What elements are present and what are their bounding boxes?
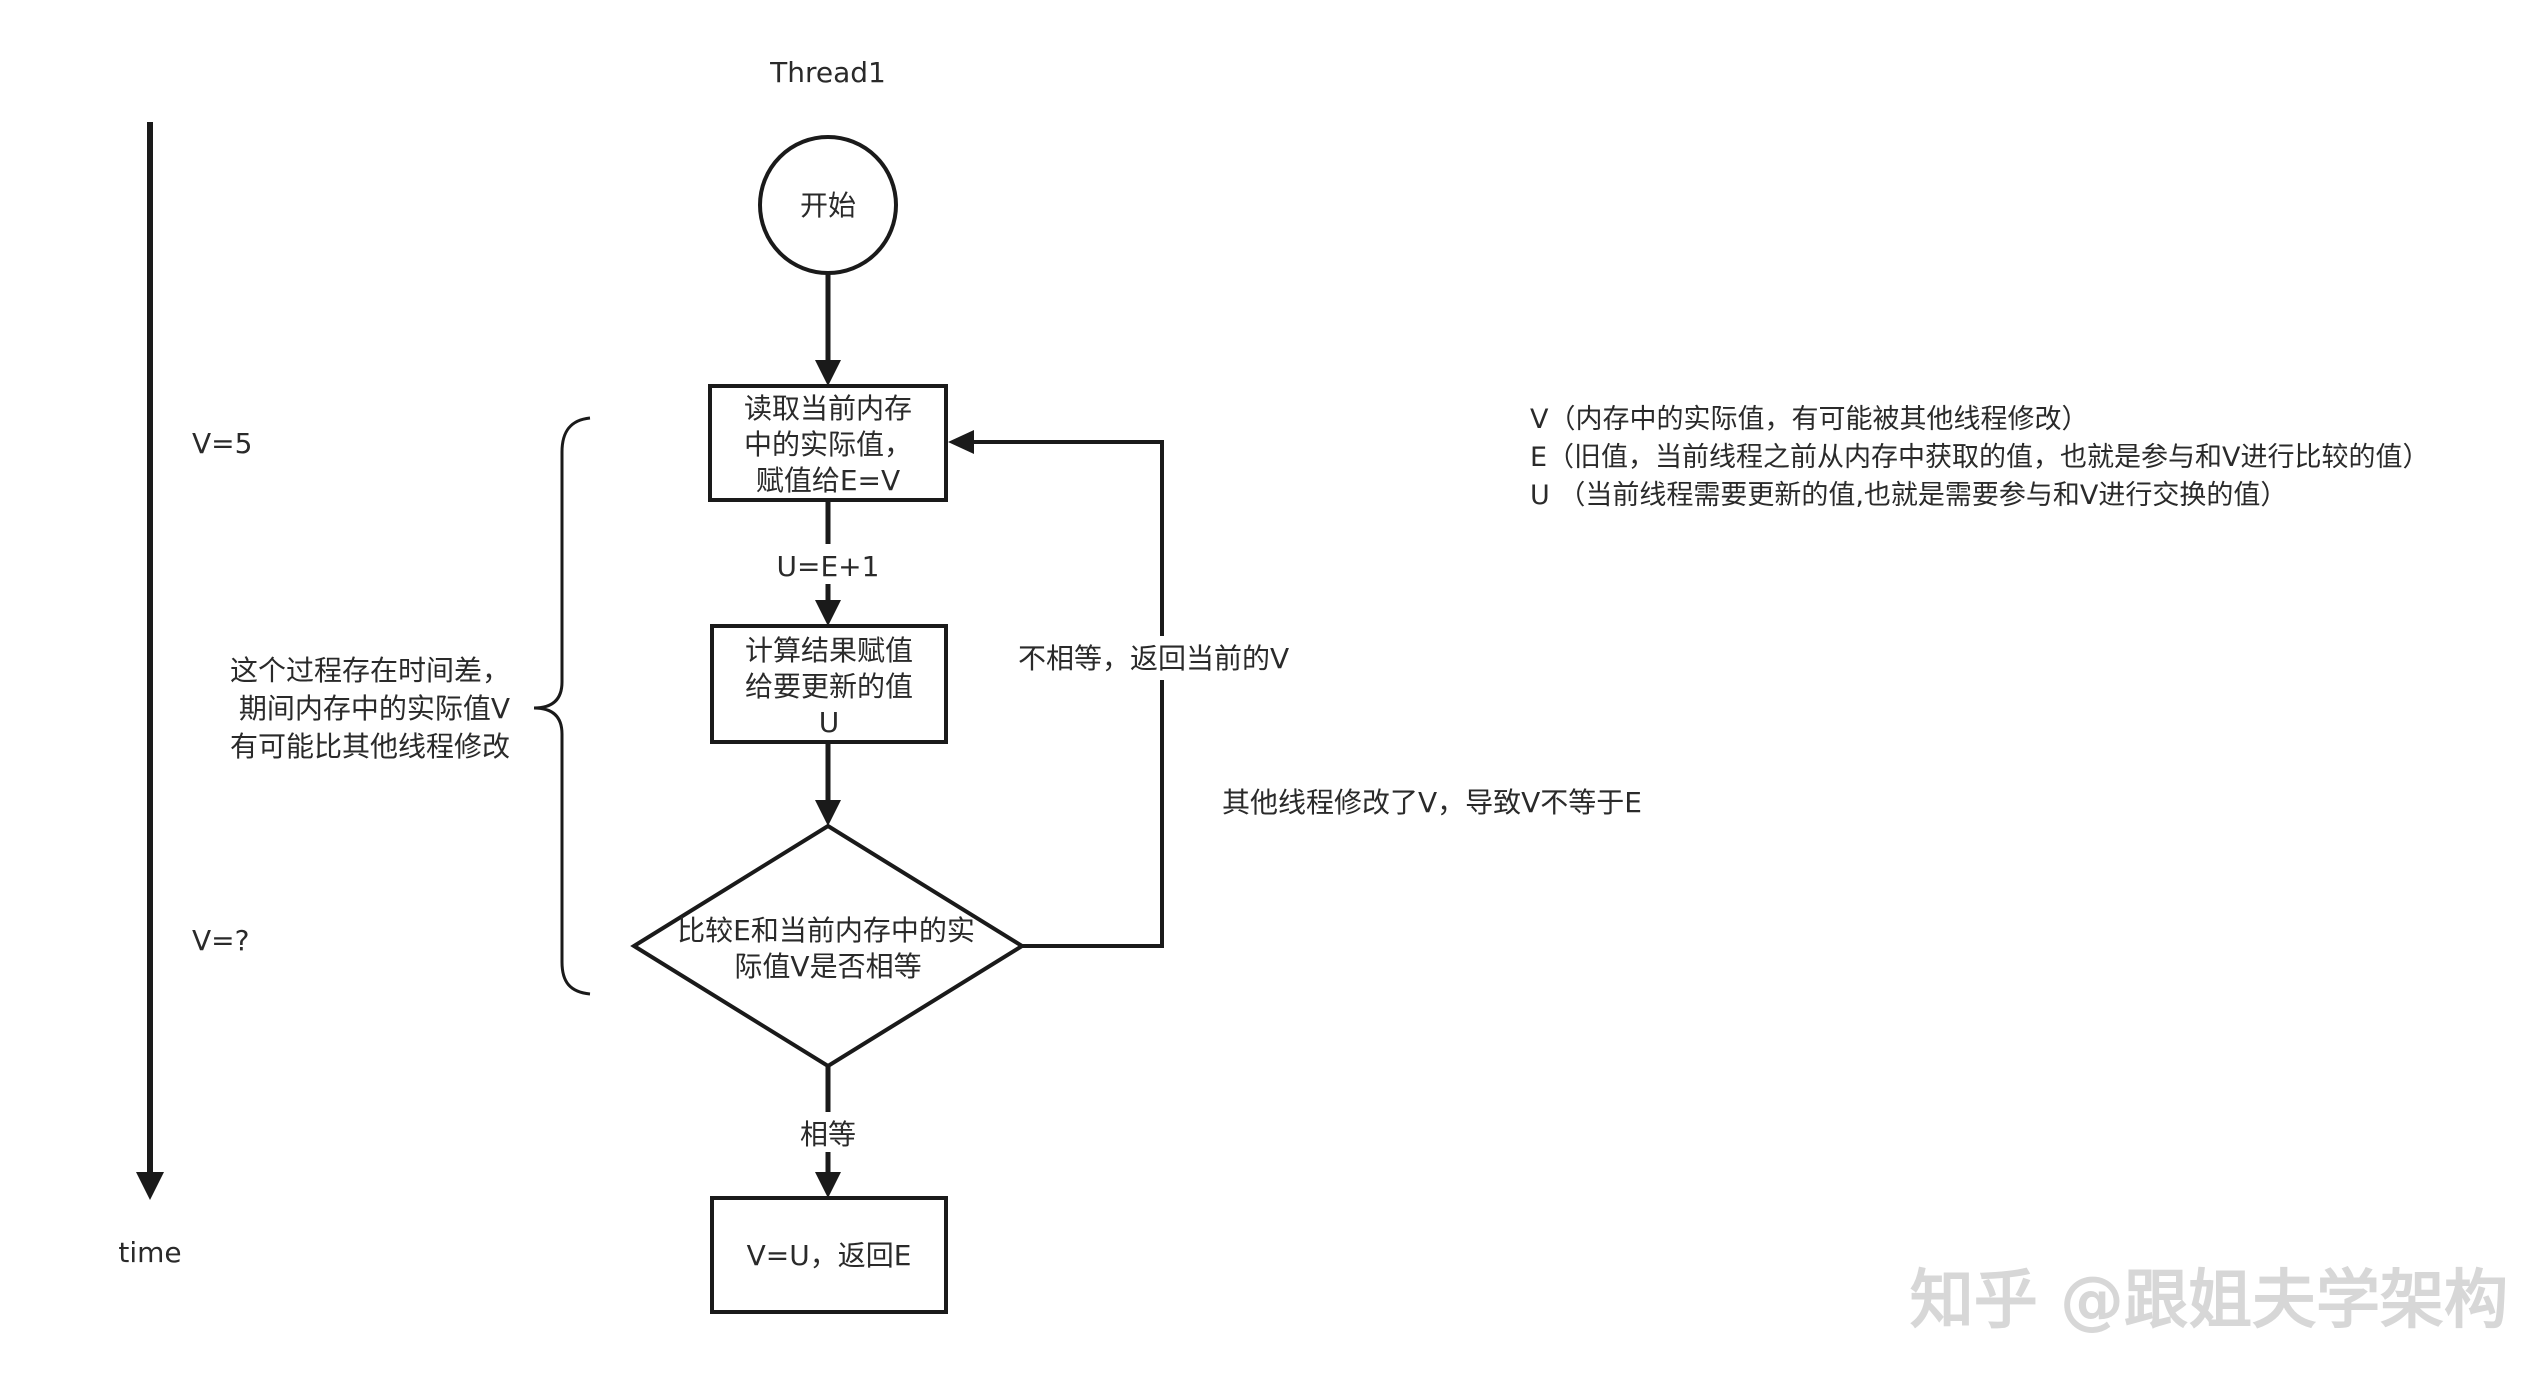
arrowhead-read-to-compute [815,600,841,626]
edge-label-u-eq-e-plus-1: U=E+1 [777,550,880,583]
compare-node-line-2: 际值V是否相等 [734,950,921,983]
edge-label-bg-equal [790,1112,866,1152]
legend-v: V（内存中的实际值，有可能被其他线程修改） [1530,404,2088,435]
brace-note-line-1: 这个过程存在时间差， [230,654,510,687]
end-node [710,1196,948,1314]
brace-note-line-3: 有可能比其他线程修改 [230,730,510,763]
time-mark-v5: V=5 [192,427,252,460]
arrowhead-compare-to-end [815,1172,841,1198]
arrowhead-compute-to-compare [815,800,841,826]
watermark-logo: 知乎 @跟姐夫学架构 [1910,1264,2508,1338]
compute-node-line-1: 计算结果赋值 [745,634,913,667]
compute-node-line-3: U [819,706,840,739]
end-node-label: V=U，返回E [747,1239,912,1272]
time-axis-label: time [118,1236,181,1269]
read-node [708,384,948,502]
curly-brace [533,416,591,996]
legend-u: U （当前线程需要更新的值,也就是需要参与和V进行交换的值） [1530,480,2287,511]
side-note-other-thread: 其他线程修改了V，导致V不等于E [1222,786,1642,819]
arrowhead-start-to-read [815,360,841,386]
edge-label-not-equal: 不相等，返回当前的V [1018,642,1289,675]
read-node-line-1: 读取当前内存 [744,392,912,425]
read-node-line-3: 赋值给E=V [756,464,900,497]
start-node-label: 开始 [800,189,856,222]
legend-e: E（旧值，当前线程之前从内存中获取的值，也就是参与和V进行比较的值） [1530,442,2430,473]
time-axis-arrowhead [136,1172,164,1200]
time-mark-vq: V=? [192,924,249,957]
edge-label-bg-not-equal [1010,636,1310,680]
compare-node-line-1: 比较E和当前内存中的实 [677,914,975,947]
edge-label-bg [770,544,886,584]
edge-compare-to-read [972,440,1164,948]
diagram-title: Thread1 [769,56,886,89]
edge-label-equal: 相等 [800,1118,856,1151]
arrowhead-compare-to-read [948,430,974,454]
brace-note-line-2: 期间内存中的实际值V [239,692,510,725]
compute-node-line-2: 给要更新的值 [745,670,913,703]
read-node-line-2: 中的实际值， [744,428,912,461]
